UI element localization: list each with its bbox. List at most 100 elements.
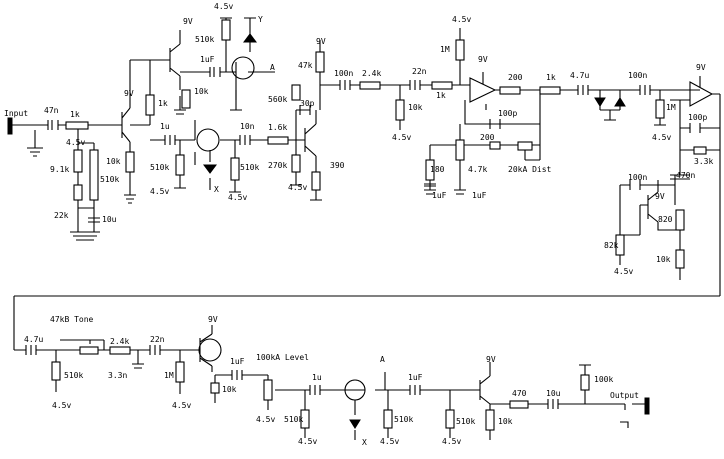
wires <box>12 17 721 440</box>
cap-470n <box>670 174 690 180</box>
label: 100n <box>334 69 353 78</box>
label: 9V <box>124 89 134 98</box>
label: 10u <box>102 215 117 224</box>
label: 10u <box>546 389 561 398</box>
pot-100kA-level <box>263 379 273 401</box>
label: 510k <box>284 415 303 424</box>
input-jack-icon <box>7 117 13 135</box>
label: 100n <box>628 71 647 80</box>
label: 100n <box>628 173 647 182</box>
resistor-1k <box>65 121 89 130</box>
label: 47n <box>44 106 59 115</box>
resistor-10k <box>125 151 135 173</box>
label: 4.7u <box>570 71 589 80</box>
jfet-bottom-b <box>344 379 366 401</box>
label: 270k <box>268 161 287 170</box>
label: 3.3n <box>108 371 127 380</box>
label: 1uF <box>230 357 245 366</box>
pot-20kA-dist <box>517 141 533 151</box>
label: 100p <box>688 113 707 122</box>
label-output: Output <box>610 391 639 400</box>
label: 4.5v <box>452 15 471 24</box>
label: 470 <box>512 389 527 398</box>
resistor-390 <box>311 171 321 191</box>
label: 10n <box>240 122 255 131</box>
label: 4.7u <box>24 335 43 344</box>
cap-100n-b <box>639 85 651 95</box>
cap-10u-b <box>547 399 559 409</box>
resistor-1M <box>455 39 465 61</box>
resistor-820 <box>675 209 685 231</box>
resistor-10k-e <box>210 382 220 394</box>
label: 1.6k <box>268 123 287 132</box>
label: 2.4k <box>110 337 129 346</box>
label: 560k <box>268 95 287 104</box>
label: 9V <box>655 192 665 201</box>
label: A <box>270 63 275 72</box>
resistor-510k-gate <box>175 154 185 176</box>
label: 3.3k <box>694 157 713 166</box>
label: 4.5v <box>150 187 169 196</box>
led-mid <box>203 164 217 174</box>
label: 1k <box>70 110 80 119</box>
label: 390 <box>330 161 345 170</box>
cap-100p-b <box>689 123 701 133</box>
resistor-180 <box>425 159 435 181</box>
label: 1uF <box>432 191 447 200</box>
resistor-510k-b <box>230 157 240 181</box>
label: 10k <box>222 385 237 394</box>
jfet-mid <box>196 128 220 152</box>
resistor-560k <box>291 84 301 101</box>
resistor-10k-f <box>485 409 495 431</box>
cap-30p <box>299 105 311 115</box>
cap-1uf-b <box>424 183 436 187</box>
label: 22n <box>412 67 427 76</box>
cap-100p <box>489 119 501 129</box>
label: 4.5v <box>52 401 71 410</box>
resistor-200-b <box>489 141 501 150</box>
label: 510k <box>64 371 83 380</box>
label: 4.5v <box>256 415 275 424</box>
label: 510k <box>240 163 259 172</box>
resistor-1.6k <box>267 136 289 145</box>
label: 510k <box>456 417 475 426</box>
label: 1uF <box>472 191 487 200</box>
label: A <box>380 355 385 364</box>
label: 4.5v <box>652 133 671 142</box>
label: 10k <box>106 157 121 166</box>
resistor-1k-c <box>431 81 453 90</box>
cap-1uf-e <box>409 385 421 395</box>
diode-a <box>594 97 606 107</box>
label: 9V <box>183 17 193 26</box>
label: 510k <box>195 35 214 44</box>
label: 9V <box>486 355 496 364</box>
label: 9V <box>478 55 488 64</box>
resistor-1M-b <box>655 99 665 119</box>
cap-10n <box>239 135 251 145</box>
resistor-47k <box>315 51 325 73</box>
label: 4.5v <box>66 138 85 147</box>
label: 4.5v <box>614 267 633 276</box>
label: 510k <box>150 163 169 172</box>
label-input: Input <box>4 109 28 118</box>
label: 4.7k <box>468 165 487 174</box>
label: 100k <box>594 375 613 384</box>
label: 100p <box>498 109 517 118</box>
label: 820 <box>658 215 673 224</box>
pot-47kB-tone <box>79 346 99 355</box>
label: 10k <box>498 417 513 426</box>
label: 82k <box>604 241 619 250</box>
label: 4.5v <box>228 193 247 202</box>
label: 4.5v <box>172 401 191 410</box>
resistor-470 <box>509 400 529 409</box>
resistor-1k-collector <box>145 94 155 116</box>
resistor-4.7k <box>455 139 465 161</box>
label: 1M <box>440 45 450 54</box>
label: 1M <box>164 371 174 380</box>
label: 4.5v <box>214 2 233 11</box>
diode-b <box>614 97 626 107</box>
label: 4.5v <box>288 183 307 192</box>
cap-100n <box>339 80 351 90</box>
label: 9.1k <box>50 165 69 174</box>
cap-1uf-d <box>231 370 243 380</box>
